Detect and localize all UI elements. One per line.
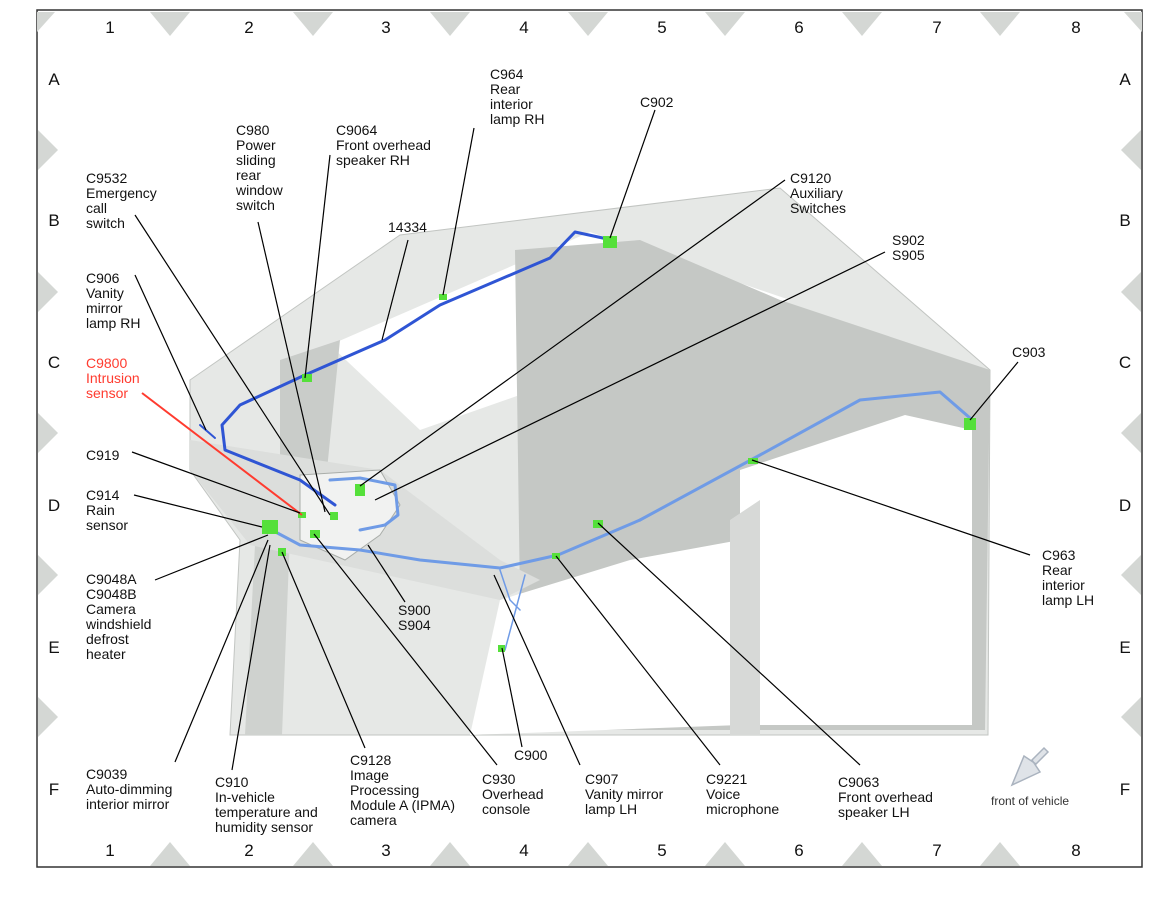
grid-col-bottom-8: 8: [1071, 841, 1081, 860]
grid-row-right-A: A: [1119, 70, 1131, 89]
grid-col-top-4: 4: [519, 18, 529, 37]
label-c900: C900: [514, 747, 548, 763]
harness-c900: [504, 574, 526, 651]
label-c903: C903: [1012, 344, 1046, 360]
label-c9064: C9064 Front overhead speaker RH: [336, 122, 431, 168]
connector-c902: [603, 236, 617, 248]
label-c963: C963 Rear interior lamp LH: [1042, 547, 1095, 608]
label-c9120: C9120 Auxiliary Switches: [790, 170, 847, 216]
grid-col-bottom-3: 3: [381, 841, 391, 860]
label-c9221: C9221 Voice microphone: [706, 771, 780, 817]
label-c930: C930 Overhead console: [482, 771, 544, 817]
vehicle-body: [189, 187, 991, 736]
harness-right-rail: [638, 390, 972, 522]
grid-row-right-E: E: [1119, 638, 1131, 657]
grid-col-top-6: 6: [794, 18, 804, 37]
label-c906: C906 Vanity mirror lamp RH: [86, 270, 141, 331]
grid-row-left-E: E: [48, 638, 60, 657]
grid-row-right-B: B: [1119, 211, 1131, 230]
label-c919: C919: [86, 447, 120, 463]
grid-row-left-F: F: [48, 780, 60, 799]
grid-col-top-3: 3: [381, 18, 391, 37]
harness-front-lower: [199, 424, 216, 439]
a-pillar-left: [245, 535, 290, 735]
harness-roof-rear: [303, 230, 614, 377]
arrow-down-left-icon: [1010, 746, 1050, 787]
label-c980: C980 Power sliding rear window switch: [236, 122, 283, 213]
grid-row-left-B: B: [48, 211, 60, 230]
front-of-vehicle-label: front of vehicle: [991, 794, 1070, 808]
grid-row-right-C: C: [1118, 353, 1132, 372]
connector-c9120: [355, 484, 365, 496]
grid-row-left-D: D: [47, 496, 61, 515]
label-c9800: C9800 Intrusion sensor: [86, 355, 140, 401]
label-c9039: C9039 Auto-dimming interior mirror: [86, 766, 173, 812]
grid-col-top-5: 5: [657, 18, 667, 37]
label-c914: C914 Rain sensor: [86, 487, 129, 533]
grid-col-bottom-4: 4: [519, 841, 529, 860]
grid-col-bottom-6: 6: [794, 841, 804, 860]
connector-c903: [964, 418, 976, 430]
label-14334: 14334: [388, 219, 427, 235]
grid-col-bottom-5: 5: [657, 841, 667, 860]
connector-c9063: [593, 520, 603, 528]
rear-window-opening: [740, 415, 972, 725]
connector-c980: [330, 512, 338, 520]
harness: [199, 230, 972, 651]
label-c9128: C9128 Image Processing Module A (IPMA) c…: [350, 752, 456, 828]
grid-col-top-1: 1: [105, 18, 115, 37]
label-c9063: C9063 Front overhead speaker LH: [838, 774, 933, 820]
leader-lines: [131, 109, 1031, 771]
label-c910: C910 In-vehicle temperature and humidity…: [215, 774, 318, 835]
grid-row-left-A: A: [48, 70, 60, 89]
door-opening: [470, 540, 740, 735]
harness-left-rail: [220, 373, 337, 507]
grid-col-top-8: 8: [1071, 18, 1081, 37]
label-c9532: C9532 Emergency call switch: [86, 170, 157, 231]
label-c9048: C9048A C9048B Camera windshield defrost …: [86, 571, 152, 662]
label-c902: C902: [640, 94, 674, 110]
grid-col-top-2: 2: [244, 18, 254, 37]
label-c907: C907 Vanity mirror lamp LH: [585, 771, 664, 817]
grid-col-bottom-7: 7: [932, 841, 942, 860]
grid-row-left-C: C: [47, 353, 61, 372]
label-s902: S902 S905: [892, 232, 925, 263]
grid-col-bottom-2: 2: [244, 841, 254, 860]
label-c964: C964 Rear interior lamp RH: [490, 66, 545, 127]
grid-row-right-F: F: [1119, 780, 1131, 799]
b-pillar: [730, 500, 760, 735]
overhead-console-panel: [299, 469, 401, 561]
harness-console: [328, 476, 400, 532]
label-s900: S900 S904: [398, 602, 431, 633]
grid-col-bottom-1: 1: [105, 841, 115, 860]
grid-col-top-7: 7: [932, 18, 942, 37]
connector-c914: [262, 520, 278, 534]
connector-c964: [439, 294, 447, 300]
connector-c963: [748, 458, 758, 464]
connector-c9064: [302, 374, 312, 382]
grid-row-right-D: D: [1118, 496, 1132, 515]
border-markers: [37, 12, 1142, 866]
connector-c930: [310, 530, 320, 538]
